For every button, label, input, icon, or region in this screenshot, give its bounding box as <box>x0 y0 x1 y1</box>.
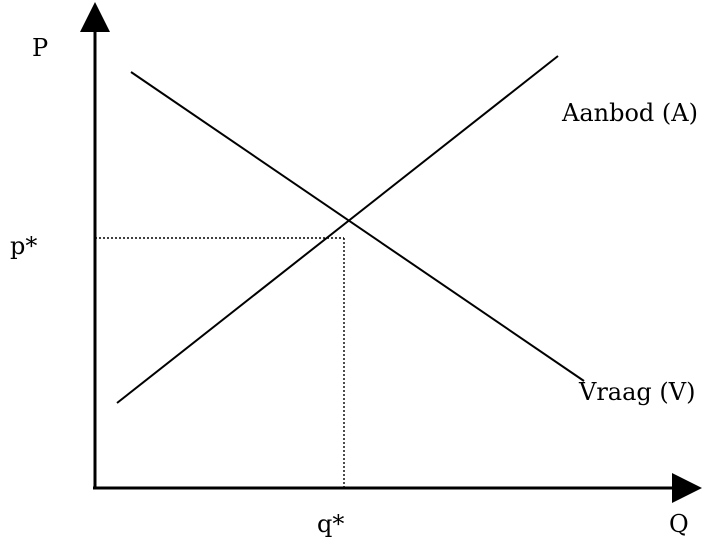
demand-curve-label: Vraag (V) <box>578 378 695 406</box>
demand-curve <box>130 71 585 382</box>
supply-curve <box>116 55 559 404</box>
equilibrium-price-label: p* <box>10 232 37 260</box>
y-axis-label: P <box>32 34 48 62</box>
supply-curve-label: Aanbod (A) <box>561 99 698 127</box>
x-axis-label: Q <box>669 510 689 538</box>
equilibrium-quantity-label: q* <box>317 510 344 538</box>
